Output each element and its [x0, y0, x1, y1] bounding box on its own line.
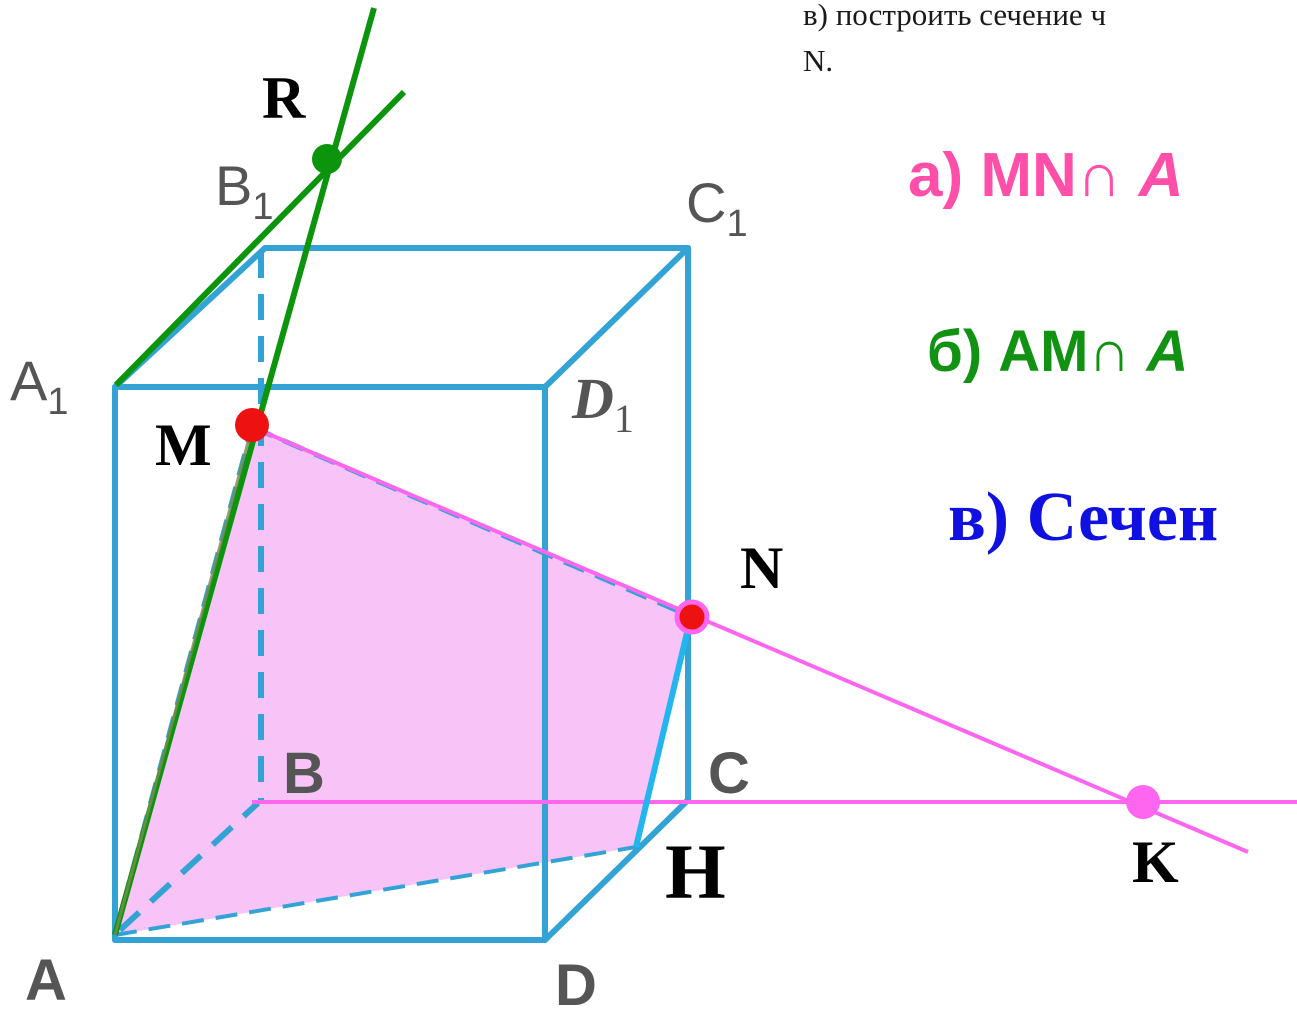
step-b-italic: A [1146, 319, 1189, 384]
label-A1: A1 [10, 349, 69, 423]
edge-D-C [542, 797, 691, 943]
box-hidden-edges [117, 252, 264, 933]
label-A: A [25, 948, 67, 1010]
box-visible-edges [112, 245, 691, 943]
step-a-text: а) MN∩ [908, 141, 1139, 210]
label-B: B [283, 741, 325, 806]
label-N: N [740, 535, 783, 601]
section-edge-NH [633, 619, 693, 848]
point-M [235, 408, 269, 442]
label-R: R [262, 65, 306, 131]
task-line-2: N. [803, 43, 834, 78]
point-R [312, 144, 342, 174]
edge-A-B [117, 800, 261, 933]
line-A1R [113, 89, 407, 388]
task-line-1: в) построить сечение ч [803, 0, 1107, 32]
edge-D1-C1 [542, 245, 691, 390]
step-b: б) AM∩ A [927, 318, 1188, 385]
label-K: K [1132, 829, 1179, 895]
label-B1: B1 [215, 154, 274, 228]
label-D: D [555, 953, 597, 1010]
line-AM-overlay [113, 426, 254, 936]
section-edge-AH [114, 845, 637, 937]
line-MNK [251, 425, 1249, 854]
label-H: H [665, 828, 726, 915]
step-v: в) Сечен [948, 479, 1219, 556]
task-statement: в) построить сечение ч N. [803, 0, 1297, 84]
label-C1: C1 [686, 171, 748, 245]
point-N [674, 599, 710, 635]
label-D1: D1 [571, 366, 634, 441]
step-b-text: б) AM∩ [927, 319, 1147, 384]
step-a-italic: A [1138, 141, 1184, 210]
step-a: а) MN∩ A [908, 140, 1184, 211]
label-M: M [155, 412, 212, 478]
point-K [1126, 785, 1160, 819]
label-C: C [708, 741, 750, 806]
